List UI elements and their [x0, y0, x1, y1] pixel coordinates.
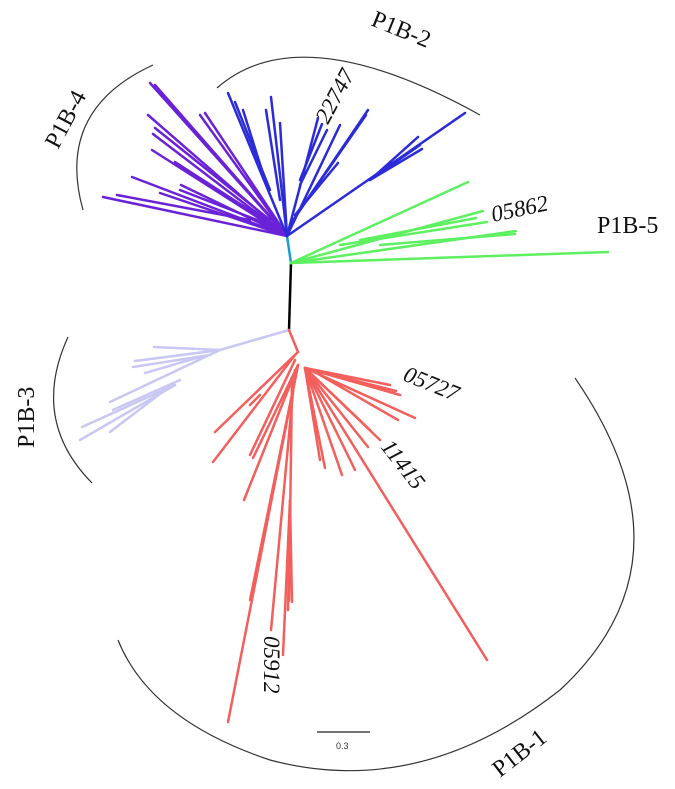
- clade-label-p1b-2: P1B-2: [368, 6, 435, 53]
- arc-p1b-1: [117, 377, 635, 772]
- leaf-label-05727: 05727: [400, 361, 464, 406]
- clade-p1b-5-branches: [289, 180, 610, 265]
- clade-label-p1b-4: P1B-4: [40, 86, 92, 152]
- clade-p1b-3-branches: [78, 328, 291, 442]
- leaf-label-05912: 05912: [259, 636, 284, 694]
- clade-p1b-1-branches: [211, 328, 489, 724]
- connector-branch: [285, 234, 293, 265]
- leaf-label-22747: 22747: [310, 64, 360, 128]
- trunk-branch: [287, 261, 293, 332]
- clade-label-p1b-3: P1B-3: [14, 387, 40, 448]
- scale-bar: 0.3: [317, 731, 370, 751]
- clade-label-p1b-1: P1B-1: [488, 724, 552, 782]
- scale-bar-label: 0.3: [336, 741, 349, 751]
- clade-label-p1b-5: P1B-5: [597, 213, 658, 239]
- leaf-label-05862: 05862: [489, 190, 550, 226]
- clade-p1b-2-branches: [226, 91, 467, 238]
- arc-p1b-4: [76, 64, 154, 211]
- clade-arcs: [53, 56, 635, 772]
- arc-p1b-3: [53, 336, 93, 484]
- clade-p1b-4-branches: [101, 81, 289, 238]
- arc-p1b-2: [216, 56, 481, 116]
- leaf-label-11415: 11415: [376, 435, 430, 494]
